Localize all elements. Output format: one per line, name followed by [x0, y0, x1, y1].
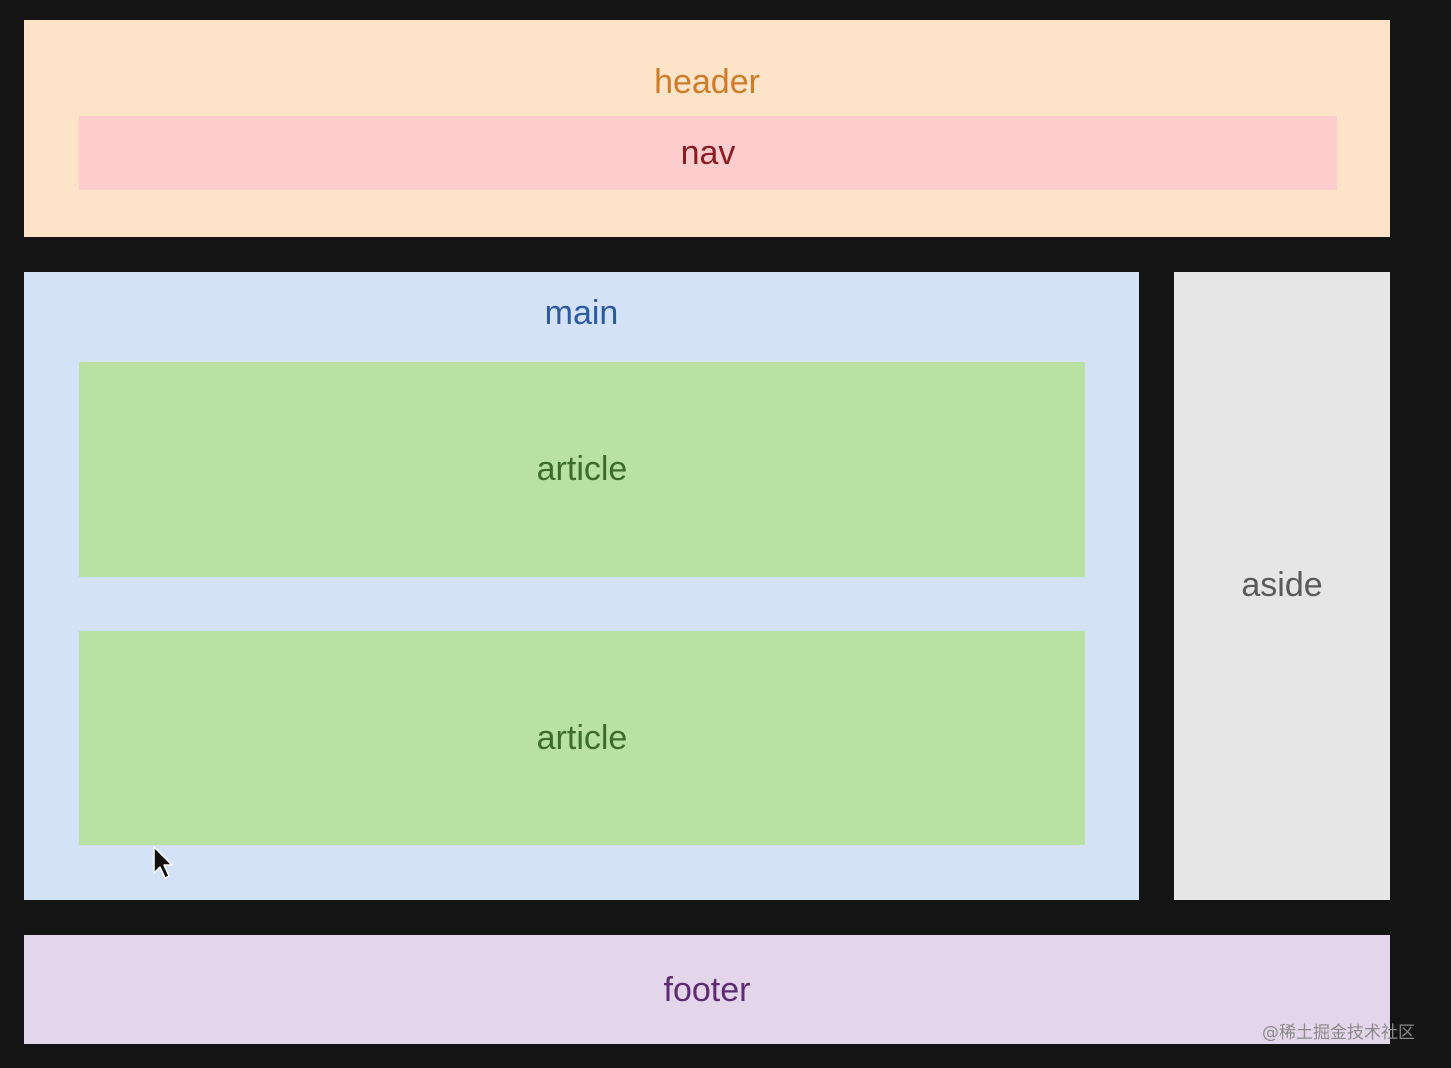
- article-label-2: article: [536, 719, 628, 757]
- aside-region: aside: [1174, 272, 1390, 900]
- nav-label: nav: [680, 134, 736, 172]
- header-label: header: [654, 63, 760, 101]
- footer-region: footer: [24, 935, 1390, 1044]
- article-label-1: article: [536, 450, 628, 488]
- nav-region: nav: [79, 116, 1337, 190]
- footer-label: footer: [663, 971, 751, 1009]
- aside-label: aside: [1241, 566, 1323, 604]
- watermark-text: @稀土掘金技术社区: [1262, 1023, 1415, 1043]
- pointer-arrow-icon: [153, 846, 173, 879]
- main-label: main: [544, 294, 619, 332]
- article-region-2: article: [79, 631, 1085, 845]
- article-region-1: article: [79, 362, 1085, 577]
